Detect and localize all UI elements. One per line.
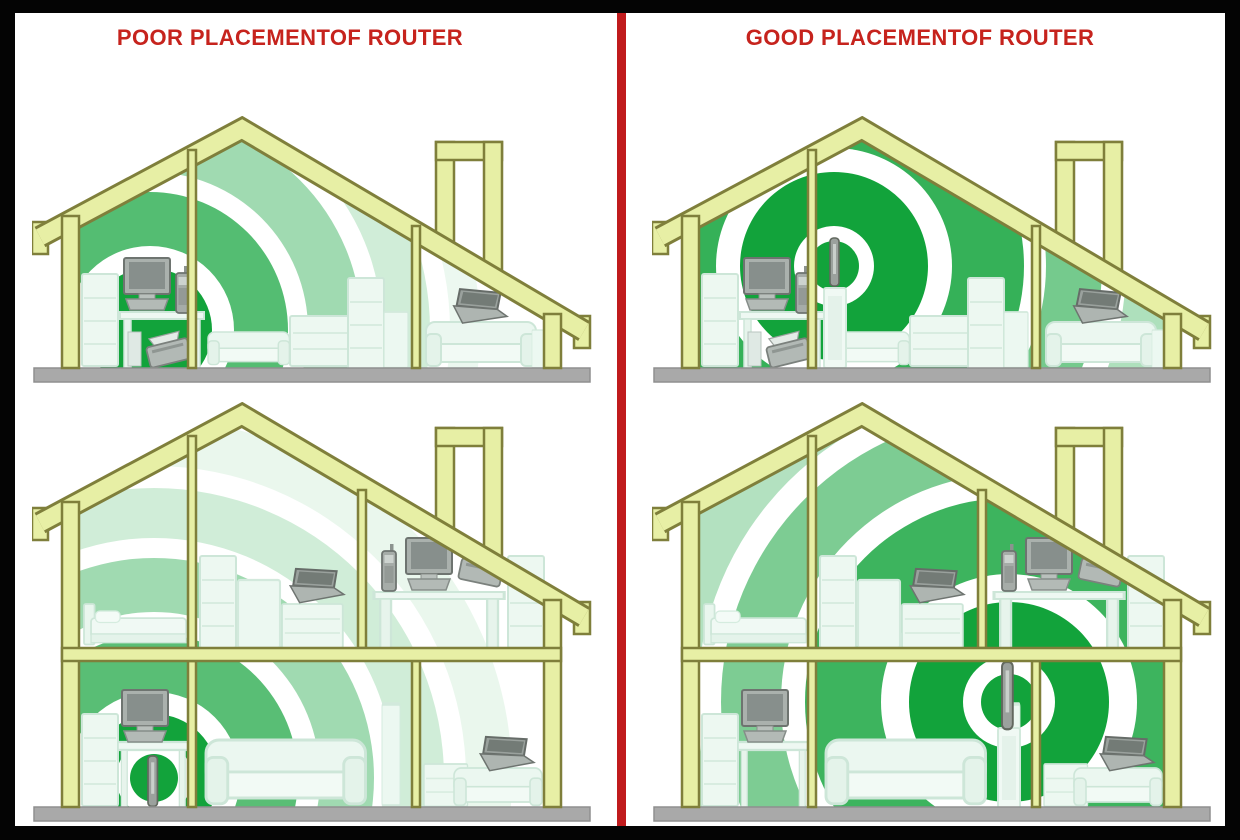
good-panel-title: GOOD PLACEMENTOF ROUTER [745,25,1095,50]
house-good-single-story [652,116,1212,386]
house-good-two-story [652,402,1212,826]
house-poor-single-story [32,116,592,386]
house-poor-two-story [32,402,592,826]
diagram-canvas: POOR PLACEMENTOF ROUTER GOOD PLACEMENTOF… [15,13,1225,826]
poor-panel-title: POOR PLACEMENTOF ROUTER [116,25,464,50]
center-divider [617,13,626,826]
